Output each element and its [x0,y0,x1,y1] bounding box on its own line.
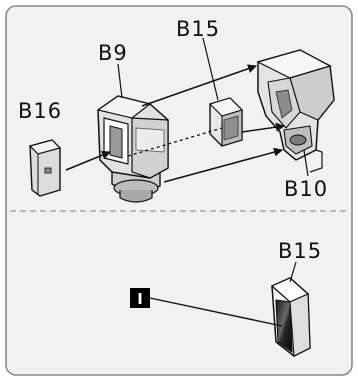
marker-i-badge: I [130,288,150,308]
label-b15-top: B15 [176,17,220,41]
leader-marker-i [149,297,283,327]
label-b10: B10 [284,177,328,201]
part-b15-filter-top [208,97,244,147]
label-b16: B16 [18,99,62,123]
part-b10-housing [256,49,335,173]
label-b15-bottom: B15 [278,239,322,263]
leader-b15-top [202,37,219,101]
label-b9: B9 [98,41,128,65]
leader-b9 [117,63,123,99]
part-b15-filter-detail [270,277,311,357]
leader-b15-bottom [289,261,297,283]
part-b16-clip [28,139,62,197]
arrow-b16-into-b9 [65,150,111,171]
arrow-b9-to-b10-middle [127,127,223,157]
part-b9-socket [96,95,169,203]
arrow-b9-to-b10-upper [141,64,257,107]
leader-b10 [303,149,309,177]
marker-i-text: I [137,290,143,308]
arrow-b9-to-b10-lower [163,147,283,183]
arrow-b15-to-b10 [241,122,285,133]
